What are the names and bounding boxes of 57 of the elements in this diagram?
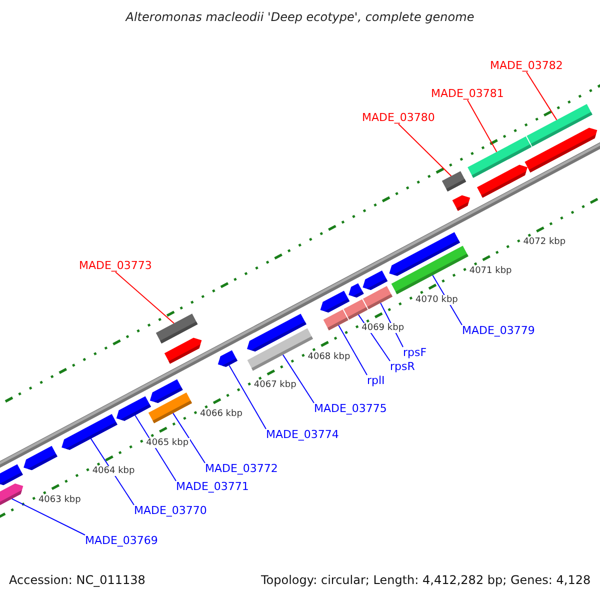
leader-line xyxy=(228,364,266,430)
gene-label: rpsF xyxy=(403,346,427,359)
gene-block xyxy=(0,464,23,486)
leader-line xyxy=(282,354,314,404)
footer-text: Accession: NC_011138 xyxy=(9,573,146,587)
gene-label: rpsR xyxy=(390,360,415,373)
gene-block xyxy=(24,446,58,470)
footer-text: Topology: circular; Length: 4,412,282 bp; Genes: 4,128 xyxy=(261,573,591,587)
gene-label: MADE_03781 xyxy=(431,87,504,100)
scale-label: 4067 kbp xyxy=(252,380,298,390)
leader-line xyxy=(526,72,558,120)
gene-block xyxy=(164,338,202,364)
gene-label: MADE_03771 xyxy=(176,480,249,493)
gene-block xyxy=(477,164,528,198)
scale-label: 4070 kbp xyxy=(414,294,459,305)
leader-line xyxy=(134,414,176,482)
gene-block xyxy=(362,270,388,290)
gene-block xyxy=(150,379,183,403)
gene-block xyxy=(389,232,460,276)
leader-line xyxy=(466,100,498,152)
leader-line xyxy=(114,272,174,324)
leader-line xyxy=(172,412,206,464)
gene-block xyxy=(348,283,364,298)
gene-label: MADE_03779 xyxy=(462,324,535,337)
leader-line xyxy=(398,124,452,176)
gene-label: MADE_03775 xyxy=(314,402,387,415)
gene-block xyxy=(442,171,466,192)
gene-block xyxy=(0,484,24,506)
gene-label: MADE_03772 xyxy=(205,462,278,475)
leader-line xyxy=(11,498,86,536)
scale-label: 4069 kbp xyxy=(360,323,406,334)
gene-block xyxy=(156,314,198,344)
scale-label: 4064 kbp xyxy=(91,466,136,476)
scale-label: 4071 kbp xyxy=(468,266,513,276)
scale-label: 4072 kbp xyxy=(522,237,567,248)
leader-line xyxy=(338,324,368,376)
gene-block xyxy=(524,128,598,172)
scale-label: 4063 kbp xyxy=(37,494,82,505)
gene-label: MADE_03780 xyxy=(362,111,435,124)
scale-label: 4066 kbp xyxy=(199,409,244,420)
gene-label: MADE_03773 xyxy=(79,259,152,272)
gene-label: MADE_03782 xyxy=(490,59,563,72)
title: Alteromonas macleodii 'Deep ecotype', complete genome xyxy=(124,10,476,24)
gene-block xyxy=(320,290,350,312)
scale-label: 4068 kbp xyxy=(306,352,352,362)
gene-label: MADE_03770 xyxy=(134,504,207,517)
gene-block xyxy=(218,350,238,367)
gene-label: rplI xyxy=(367,374,385,387)
gene-label: MADE_03769 xyxy=(85,534,158,547)
scale-label: 4065 kbp xyxy=(145,438,190,448)
gene-block xyxy=(62,414,118,450)
leader-line xyxy=(90,438,134,506)
gene-block xyxy=(452,195,470,211)
gene-block xyxy=(247,314,306,352)
gene-label: MADE_03774 xyxy=(266,428,339,441)
gene-block xyxy=(323,310,348,330)
gene-block xyxy=(116,396,151,421)
